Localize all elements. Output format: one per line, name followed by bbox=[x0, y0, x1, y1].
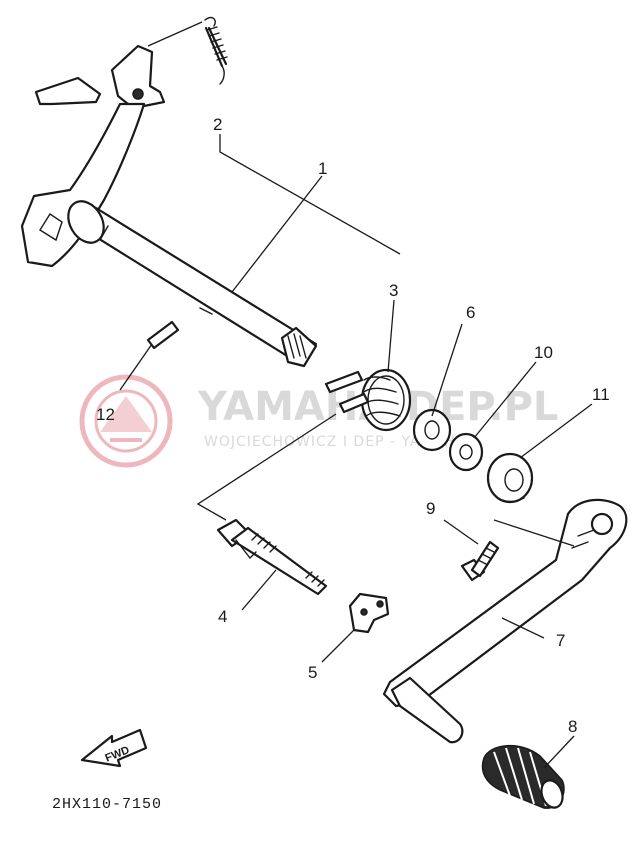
callout-8: 8 bbox=[568, 717, 577, 736]
callout-9: 9 bbox=[426, 499, 435, 518]
bolt-part-9 bbox=[460, 540, 500, 582]
callout-1: 1 bbox=[318, 159, 327, 178]
diagram-code: 2HX110-7150 bbox=[52, 796, 162, 813]
yamaha-logo-icon bbox=[79, 374, 173, 468]
washer-part-10 bbox=[448, 432, 484, 472]
leader-lines bbox=[119, 21, 593, 769]
spring-part-2 bbox=[204, 16, 228, 85]
washer-part-6 bbox=[412, 408, 452, 452]
callout-4: 4 bbox=[218, 607, 227, 626]
fwd-arrow-icon: FWD bbox=[80, 728, 148, 768]
callout-11: 11 bbox=[592, 385, 610, 404]
torsion-spring-part-3 bbox=[324, 368, 412, 432]
callout-6: 6 bbox=[466, 303, 475, 322]
pin-part-12 bbox=[146, 320, 180, 350]
shift-shaft-part-1 bbox=[20, 44, 318, 368]
watermark: YAMAHA-DEP.PL WOJCIECHOWICZ I DEP - YAMA… bbox=[79, 374, 558, 468]
callout-3: 3 bbox=[389, 281, 398, 300]
callout-labels: 1 2 3 4 5 6 7 8 9 10 11 12 bbox=[96, 115, 610, 736]
shift-pedal-part-7 bbox=[382, 498, 628, 744]
callout-5: 5 bbox=[308, 663, 317, 682]
callout-12: 12 bbox=[96, 405, 115, 424]
callout-7: 7 bbox=[556, 631, 565, 650]
stud-bolt-part-4 bbox=[216, 518, 328, 596]
callout-2: 2 bbox=[213, 115, 222, 134]
oil-seal-part-11 bbox=[486, 452, 534, 504]
watermark-subtitle: WOJCIECHOWICZ I DEP - YAMAHA bbox=[204, 434, 466, 450]
stopper-plate-part-5 bbox=[348, 592, 390, 634]
pedal-rubber-part-8 bbox=[481, 744, 565, 809]
callout-10: 10 bbox=[534, 343, 553, 362]
